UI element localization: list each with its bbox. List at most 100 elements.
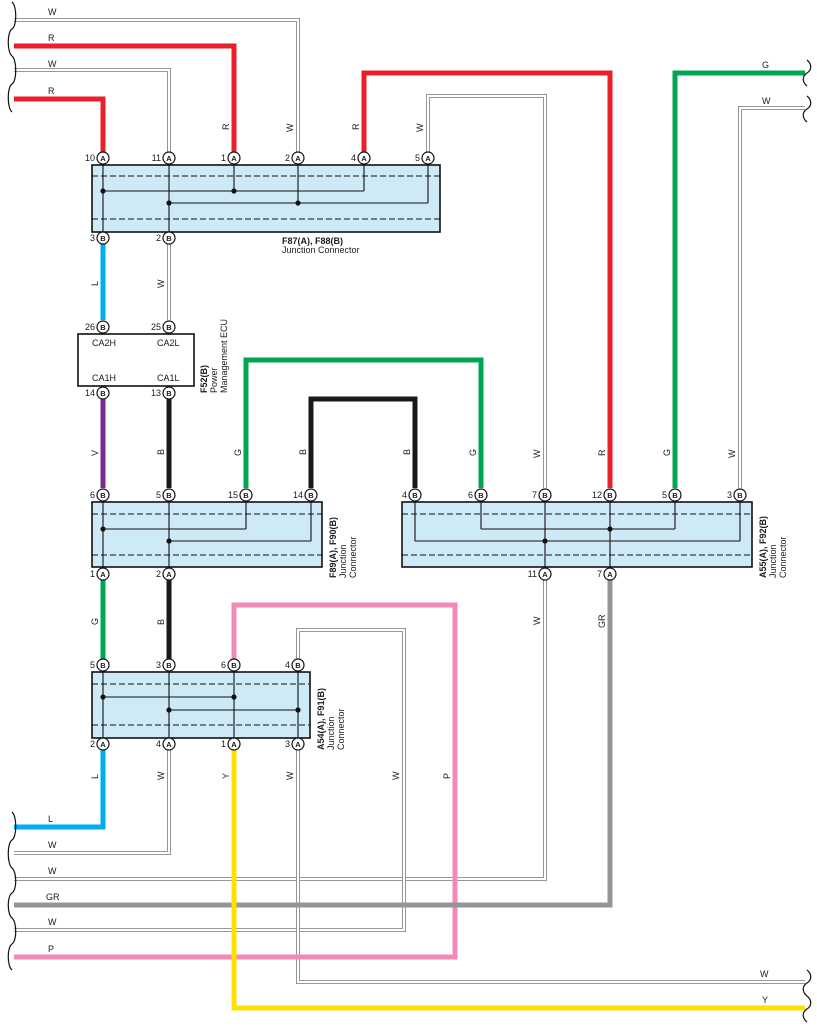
pin-circle [162,567,176,581]
wire-break-left [7,811,17,869]
pin-side-letter: A [231,154,237,163]
power-management-ecu-f52: CA2H CA2L CA1H CA1L F52(B) Power Managem… [77,319,229,393]
connector-pin: A3 [285,737,305,751]
connector-code: F87(A), F88(B) [282,236,343,246]
wire-p-a [14,602,458,960]
wire-label: L [90,774,100,779]
pin-number: 2 [156,569,161,579]
wire-break-right [802,59,812,87]
connector-pin: A1 [90,567,110,581]
pin-number: 6 [468,490,473,500]
wire-label: G [762,60,769,70]
connector-pin: A2 [90,737,110,751]
wire-label: Y [762,995,768,1005]
wire-break-left [7,867,17,919]
connector-pin: A4 [351,151,371,165]
pin-circle [538,488,552,502]
pin-circle [603,488,617,502]
wire-gr-a [14,580,613,908]
pin-side-letter: A [295,740,301,749]
pin-circle [162,386,176,400]
wire-b-b [308,396,418,488]
connector-pin: A5 [415,151,435,165]
wire-label: B [298,449,308,455]
pin-side-letter: B [100,389,106,398]
wire-label: G [90,618,100,625]
pin-circle [538,567,552,581]
pin-circle [96,151,110,165]
connector-pin: A7 [597,567,617,581]
connector-pin: B6 [468,488,488,502]
pin-number: 11 [528,569,537,579]
connector-name: Junction Connector [282,245,360,255]
pin-number: 6 [221,660,226,670]
wire-w-f [14,750,171,855]
pin-number: 3 [156,660,161,670]
wire-label: W [415,123,425,132]
pin-circle [603,567,617,581]
pin-side-letter: B [308,491,314,500]
pin-side-letter: B [100,323,106,332]
pin-side-letter: B [166,389,172,398]
connector-pin: B4 [402,488,422,502]
connector-name: Connector [778,536,788,578]
connector-pin: B15 [228,488,253,502]
pin-circle [162,658,176,672]
pin-circle [96,737,110,751]
wire-break-marks [7,1,812,1023]
pin-circle [291,658,305,672]
connector-pin: A 11 [528,567,552,581]
connector-pin: B5 [90,658,110,672]
pin-number: 4 [285,660,290,670]
pin-side-letter: B [166,661,172,670]
wire-label: W [285,771,295,780]
pin-circle [162,737,176,751]
ecu-terminal: CA1L [157,373,180,383]
connector-pin: A2 [156,567,176,581]
wire-label: W [48,917,57,927]
connector-pin: A4 [156,737,176,751]
connector-name: Junction [326,716,336,750]
pin-circle [162,320,176,334]
pin-number: 3 [727,490,732,500]
pin-circle [227,151,241,165]
pin-number: 5 [90,660,95,670]
ecu-terminal: CA2L [157,338,180,348]
junction-connector-f87-f88: F87(A), F88(B) Junction Connector [91,164,441,255]
wire-label: V [90,450,100,456]
wire-w-b [14,68,171,160]
pin-circle [162,488,176,502]
wire-label: P [442,773,452,779]
pin-side-letter: B [412,491,418,500]
connector-code: F89(A), F90(B) [328,517,338,578]
pin-number: 2 [285,153,290,163]
connector-pin: B26 [85,320,110,334]
pin-side-letter: B [166,323,172,332]
wire-label: W [532,449,542,458]
wire-r-b [14,96,106,152]
wire-w-a [14,18,300,160]
connector-code: A54(A), F91(B) [316,688,326,750]
pin-circle [291,151,305,165]
wire-label: W [48,7,57,17]
connector-pin: B7 [532,488,552,502]
wire-label: L [48,814,53,824]
wire-label: R [351,123,361,130]
connector-name: Connector [348,536,358,578]
pin-circle [96,658,110,672]
pin-side-letter: A [607,570,613,579]
connector-pin: A11 [152,151,176,165]
pin-side-letter: A [166,570,172,579]
pin-side-letter: A [542,570,548,579]
wire-w-c [426,94,547,488]
wire-label: W [48,59,57,69]
wire-break-left [7,1,17,57]
pin-number: 3 [90,233,95,243]
pin-circle [227,658,241,672]
pin-number: 6 [90,490,95,500]
pin-circle [421,151,435,165]
wire-label: L [90,281,100,286]
wire-label: Y [221,773,231,779]
pin-side-letter: A [361,154,367,163]
